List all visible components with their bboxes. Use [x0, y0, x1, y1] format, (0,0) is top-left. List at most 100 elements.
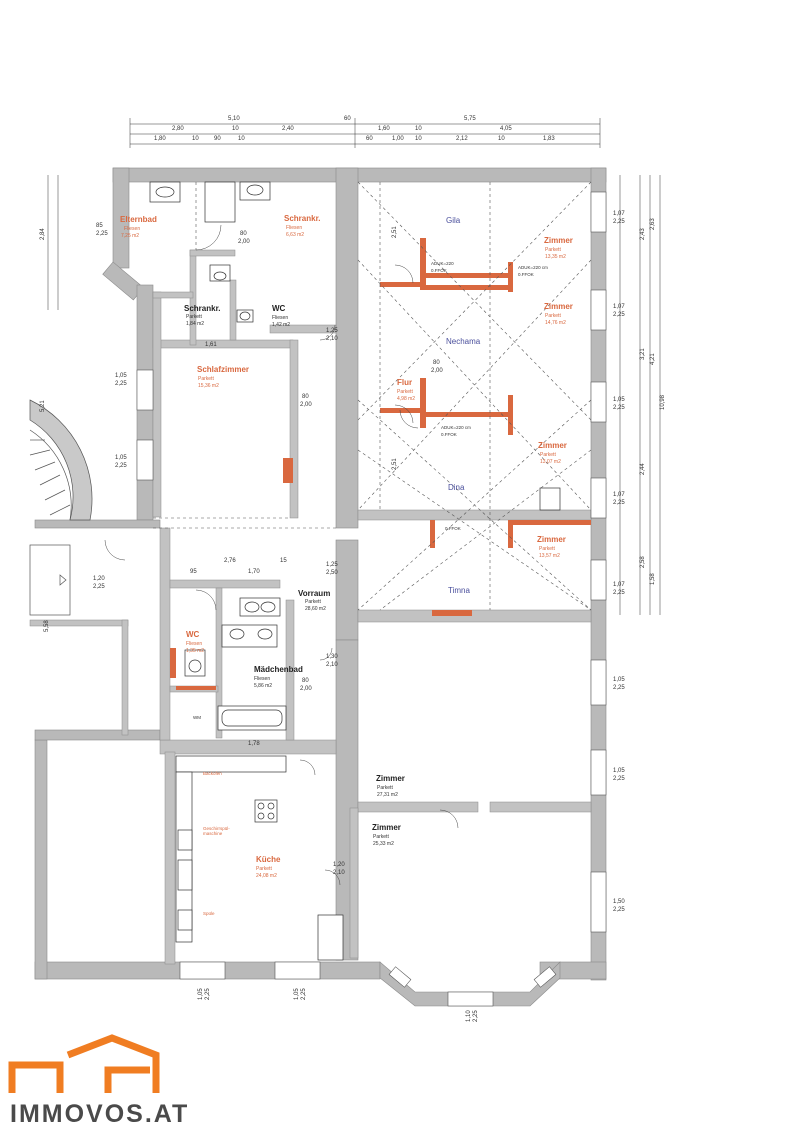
dim-105-bottom-b: 2,25	[205, 988, 211, 1000]
dim-105-bottom-d: 2,25	[301, 988, 307, 1000]
room-zimmer1-name: Zimmer	[544, 236, 573, 245]
dim-85-225a: 85	[96, 223, 103, 229]
windows	[136, 191, 607, 1007]
dim-125-210b: 2,10	[326, 336, 338, 342]
room-schrankr-top-floor: Fliesen	[286, 225, 303, 231]
fixtures	[149, 181, 561, 961]
dim-right-421: 4,21	[650, 353, 656, 365]
note-ffok-1: 0.FFOK	[518, 272, 534, 277]
dim-284: 2,84	[40, 228, 46, 240]
room-zimmer3-area: 13,07 m2	[540, 459, 561, 465]
dim-door-200a: 2,00	[238, 239, 250, 245]
room-schrankr-small-name: Schrankr.	[184, 304, 221, 313]
exterior-walls	[34, 167, 607, 1007]
staircase	[29, 399, 93, 616]
note-ffok-4: 0.FFOK	[445, 526, 461, 531]
door-swings	[104, 224, 459, 886]
dim-178: 1,78	[248, 741, 260, 747]
dim-125-210a: 1,25	[326, 328, 338, 334]
dim-top-10d: 10	[238, 136, 245, 142]
dim-top-60: 60	[344, 116, 351, 122]
dim-85-225b: 2,25	[96, 231, 108, 237]
room-maedchenbad-name: Mädchenbad	[254, 665, 303, 674]
dim-right-243: 2,43	[640, 228, 646, 240]
note-aduk-3: ADUK=220 cm	[441, 425, 471, 430]
room-zimmer3-floor: Parkett	[540, 452, 556, 458]
dim-105-225-left-c: 1,05	[115, 455, 127, 461]
room-nechama-name: Nechama	[446, 337, 481, 346]
room-wc-bottom-name: WC	[186, 630, 200, 639]
dim-win-8b: 2,25	[613, 907, 625, 913]
dim-right-263: 2,63	[650, 218, 656, 230]
dim-130-210b: 2,10	[326, 662, 338, 668]
dim-win-3b: 2,25	[613, 405, 625, 411]
room-kueche-floor: Parkett	[256, 866, 272, 872]
new-walls	[170, 238, 591, 690]
room-vorraum-floor: Parkett	[305, 599, 321, 605]
dim-door-200b: 2,00	[300, 402, 312, 408]
dim-win-2b: 2,25	[613, 312, 625, 318]
room-schlafzimmer-floor: Parkett	[198, 376, 214, 382]
dim-top-280: 2,80	[172, 126, 184, 132]
dim-120-225b: 2,25	[93, 584, 105, 590]
dim-top-212: 2,12	[456, 136, 468, 142]
dim-top-60b: 60	[366, 136, 373, 142]
room-zimmer1-floor: Parkett	[545, 247, 561, 253]
dim-door-80b: 80	[302, 394, 309, 400]
room-zimmer2-name: Zimmer	[544, 302, 573, 311]
dim-right-158: 1,58	[650, 573, 656, 585]
dim-door-200d: 2,00	[431, 368, 443, 374]
dim-win-3a: 1,05	[613, 397, 625, 403]
dim-win-7a: 1,05	[613, 768, 625, 774]
room-flur-area: 4,98 m2	[397, 396, 416, 402]
dim-105-225-left-a: 1,05	[115, 373, 127, 379]
dim-top-405: 4,05	[500, 126, 512, 132]
dim-120-225a: 1,20	[93, 576, 105, 582]
dim-win-8a: 1,50	[613, 899, 625, 905]
dim-top-183: 1,83	[543, 136, 555, 142]
room-zimmer4-floor: Parkett	[539, 546, 555, 552]
dim-top-240: 2,40	[282, 126, 294, 132]
dim-251b: 2,51	[392, 458, 398, 470]
room-wc-top-floor: Fliesen	[272, 315, 289, 321]
room-kueche-name: Küche	[256, 855, 281, 864]
dim-door-80d: 80	[433, 360, 440, 366]
room-zimmer4-name: Zimmer	[537, 535, 566, 544]
demolition-lines	[153, 181, 592, 611]
room-flur-floor: Parkett	[397, 389, 413, 395]
room-schrankr-small-area: 1,84 m2	[186, 321, 205, 327]
immovos-logo-text: IMMOVOS.AT	[10, 1100, 190, 1128]
dim-right-258: 2,58	[640, 556, 646, 568]
room-zimmer-big1-floor: Parkett	[377, 785, 393, 791]
room-schlafzimmer-area: 15,36 m2	[198, 383, 219, 389]
room-zimmer3-name: Zimmer	[538, 441, 567, 450]
room-maedchenbad-area: 5,86 m2	[254, 683, 273, 689]
dim-door-80c: 80	[302, 678, 309, 684]
dim-105-225-left-b: 2,25	[115, 381, 127, 387]
dim-top-90: 90	[214, 136, 221, 142]
dim-win-1b: 2,25	[613, 219, 625, 225]
room-schrankr-top-name: Schrankr.	[284, 214, 321, 223]
dim-win-6a: 1,05	[613, 677, 625, 683]
note-backofen: Backofen	[203, 771, 222, 776]
dim-top-10b: 10	[415, 126, 422, 132]
room-gila-name: Gila	[446, 216, 461, 225]
room-zimmer4-area: 13,57 m2	[539, 553, 560, 559]
dim-top-575: 5,75	[464, 116, 476, 122]
interior-walls	[29, 249, 592, 965]
dim-win-5a: 1,07	[613, 582, 625, 588]
room-zimmer-big2-floor: Parkett	[373, 834, 389, 840]
room-zimmer2-floor: Parkett	[545, 313, 561, 319]
room-flur-name: Flur	[397, 378, 413, 387]
dim-win-4b: 2,25	[613, 500, 625, 506]
dim-win-1a: 1,07	[613, 211, 625, 217]
room-maedchenbad-floor: Fliesen	[254, 676, 271, 682]
dim-win-6b: 2,25	[613, 685, 625, 691]
dim-170: 1,70	[248, 569, 260, 575]
dim-110-bottom-a: 1,10	[466, 1010, 472, 1022]
note-aduk-2: ADUK=220	[431, 261, 454, 266]
dim-521: 5,21	[40, 400, 46, 412]
room-zimmer-big1-area: 27,31 m2	[377, 792, 398, 798]
note-aduk-1: ADUK=220 cm	[518, 265, 548, 270]
note-spuele: Spüle	[203, 911, 215, 916]
